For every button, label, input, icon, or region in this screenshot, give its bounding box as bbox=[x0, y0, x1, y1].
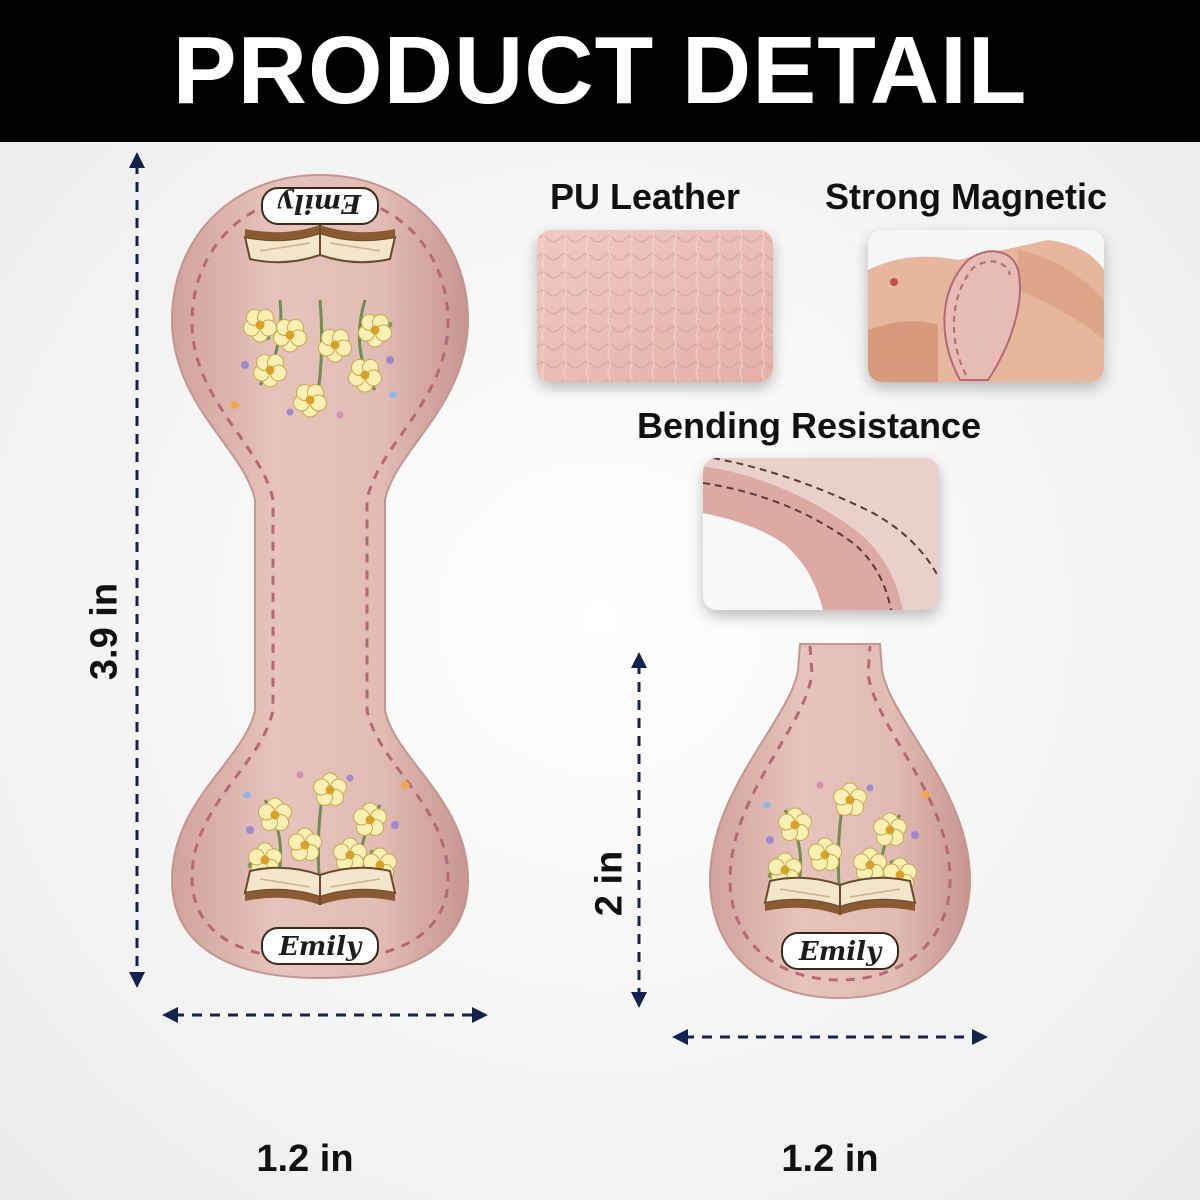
bookmark-short: Emily bbox=[690, 640, 990, 1005]
pu-leather-swatch-image bbox=[537, 230, 773, 382]
height-arrow-short bbox=[631, 652, 647, 1008]
header-banner: PRODUCT DETAIL bbox=[0, 0, 1200, 142]
feature-label-pu-leather: PU Leather bbox=[550, 176, 741, 217]
bookmark-long-name-bottom: Emily bbox=[278, 932, 363, 962]
width-label-long: 1.2 in bbox=[256, 1138, 354, 1180]
width-label-short: 1.2 in bbox=[781, 1138, 879, 1180]
bookmark-short-name: Emily bbox=[798, 937, 883, 967]
bending-resistance-image bbox=[703, 458, 939, 610]
height-arrow-long bbox=[129, 152, 145, 988]
height-label-short: 2 in bbox=[588, 850, 631, 917]
bookmark-long: Emily Emily bbox=[150, 150, 490, 990]
height-label-long: 3.9 in bbox=[83, 582, 126, 681]
feature-label-bending-resistance: Bending Resistance bbox=[637, 405, 982, 446]
width-arrow-short bbox=[672, 1029, 988, 1045]
width-arrow-long bbox=[162, 1007, 488, 1023]
page-title: PRODUCT DETAIL bbox=[172, 17, 1028, 124]
feature-label-strong-magnetic: Strong Magnetic bbox=[825, 176, 1108, 217]
strong-magnetic-image bbox=[868, 230, 1104, 382]
bookmark-long-name-top: Emily bbox=[277, 188, 362, 218]
